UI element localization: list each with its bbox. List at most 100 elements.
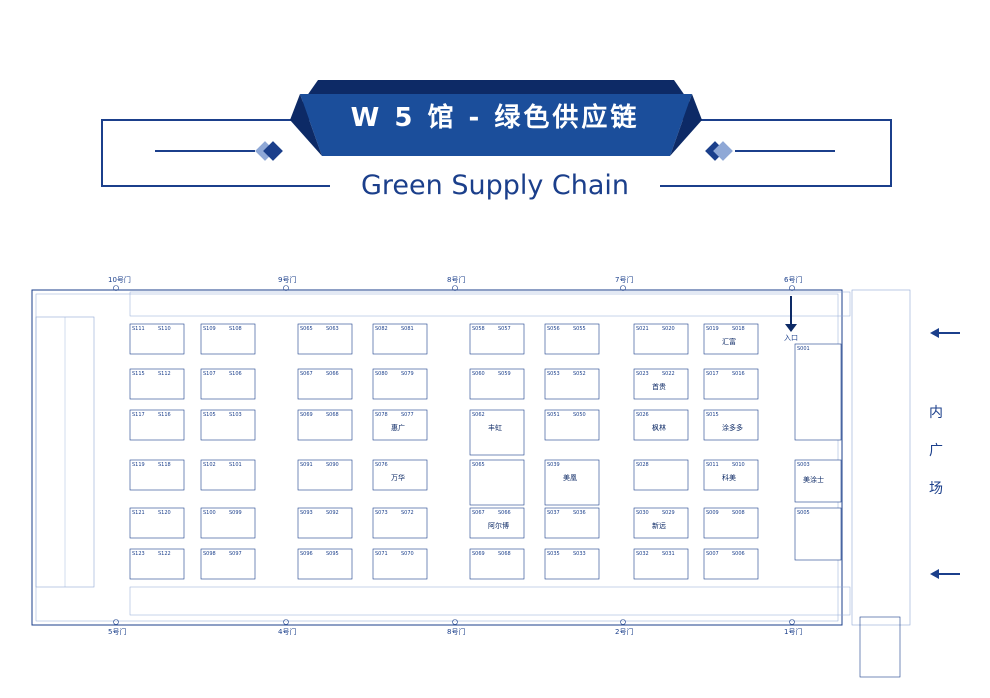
- gate-icon: [789, 619, 795, 625]
- booth-id: S098: [203, 551, 216, 557]
- gate-label-top: 9号门: [278, 275, 296, 284]
- booth[interactable]: [794, 507, 842, 561]
- booth-id: S103: [229, 412, 242, 418]
- booth[interactable]: [633, 368, 689, 400]
- booth-id: S005: [797, 510, 810, 516]
- top-booth-strip: [129, 291, 851, 317]
- booth-id: S051: [547, 412, 560, 418]
- booth[interactable]: [703, 548, 759, 580]
- booth[interactable]: [372, 507, 428, 539]
- booth-id: S039: [547, 462, 560, 468]
- booth[interactable]: [544, 548, 600, 580]
- exhibitor-name: 阿尔博: [488, 521, 509, 530]
- booth[interactable]: [633, 459, 689, 491]
- booth[interactable]: [469, 548, 525, 580]
- booth-id: S100: [203, 510, 216, 516]
- exhibitor-name: 枫林: [652, 423, 666, 432]
- booth[interactable]: [633, 409, 689, 441]
- booth[interactable]: [297, 323, 353, 355]
- booth-id: S032: [636, 551, 649, 557]
- booth[interactable]: [372, 548, 428, 580]
- booth[interactable]: [469, 459, 525, 506]
- booth[interactable]: [372, 323, 428, 355]
- booth-id: S073: [375, 510, 388, 516]
- booth[interactable]: [372, 409, 428, 441]
- booth-id: S056: [547, 326, 560, 332]
- booth-id: S065: [300, 326, 313, 332]
- booth-id: S122: [158, 551, 171, 557]
- booth[interactable]: [703, 409, 759, 441]
- booth-id: S101: [229, 462, 242, 468]
- booth[interactable]: [372, 368, 428, 400]
- booth[interactable]: [544, 409, 600, 441]
- gate-icon: [113, 285, 119, 291]
- booth[interactable]: [372, 459, 428, 491]
- booth[interactable]: [297, 368, 353, 400]
- booth[interactable]: [200, 507, 256, 539]
- booth-id: S096: [300, 551, 313, 557]
- booth[interactable]: [794, 459, 842, 503]
- booth-id: S111: [132, 326, 145, 332]
- booth[interactable]: [297, 548, 353, 580]
- booth[interactable]: [129, 368, 185, 400]
- booth[interactable]: [794, 343, 842, 441]
- booth-id: S030: [636, 510, 649, 516]
- booth[interactable]: [633, 507, 689, 539]
- booth[interactable]: [703, 368, 759, 400]
- booth[interactable]: [200, 323, 256, 355]
- booth-id: S070: [401, 551, 414, 557]
- booth-id: S095: [326, 551, 339, 557]
- gate-label-bottom: 8号门: [447, 627, 465, 636]
- booth[interactable]: [544, 459, 600, 506]
- deco-line-right: [735, 150, 835, 152]
- entry-arrow-icon: [930, 328, 960, 338]
- booth[interactable]: [469, 409, 525, 456]
- booth[interactable]: [297, 507, 353, 539]
- booth-id: S091: [300, 462, 313, 468]
- booth-id: S022: [662, 371, 675, 377]
- booth[interactable]: [129, 323, 185, 355]
- booth[interactable]: [469, 368, 525, 400]
- booth[interactable]: [633, 548, 689, 580]
- entry-arrow-icon: [930, 569, 960, 579]
- booth-id: S099: [229, 510, 242, 516]
- booth[interactable]: [469, 323, 525, 355]
- gate-icon: [283, 619, 289, 625]
- booth[interactable]: [703, 459, 759, 491]
- booth[interactable]: [544, 507, 600, 539]
- booth[interactable]: [469, 507, 525, 539]
- booth-id: S109: [203, 326, 216, 332]
- booth[interactable]: [544, 368, 600, 400]
- booth[interactable]: [200, 548, 256, 580]
- booth-id: S026: [636, 412, 649, 418]
- booth-id: S036: [573, 510, 586, 516]
- booth[interactable]: [129, 409, 185, 441]
- gate-icon: [620, 619, 626, 625]
- exhibitor-name: 惠广: [391, 423, 405, 432]
- exhibitor-name: 首贵: [652, 382, 666, 391]
- booth[interactable]: [297, 409, 353, 441]
- booth[interactable]: [129, 507, 185, 539]
- booth[interactable]: [200, 368, 256, 400]
- booth[interactable]: [200, 459, 256, 491]
- booth[interactable]: [703, 323, 759, 355]
- booth[interactable]: [200, 409, 256, 441]
- booth-id: S016: [732, 371, 745, 377]
- booth[interactable]: [129, 548, 185, 580]
- gate-label-bottom: 4号门: [278, 627, 296, 636]
- booth-id: S106: [229, 371, 242, 377]
- booth[interactable]: [129, 459, 185, 491]
- booth-id: S068: [498, 551, 511, 557]
- booth-id: S011: [706, 462, 719, 468]
- booth-id: S117: [132, 412, 145, 418]
- exhibitor-name: 丰虹: [488, 423, 502, 432]
- booth-id: S080: [375, 371, 388, 377]
- booth[interactable]: [703, 507, 759, 539]
- booth-id: S068: [326, 412, 339, 418]
- booth[interactable]: [633, 323, 689, 355]
- booth[interactable]: [297, 459, 353, 491]
- booth-id: S009: [706, 510, 719, 516]
- booth-id: S001: [797, 346, 810, 352]
- booth-id: S029: [662, 510, 675, 516]
- booth[interactable]: [544, 323, 600, 355]
